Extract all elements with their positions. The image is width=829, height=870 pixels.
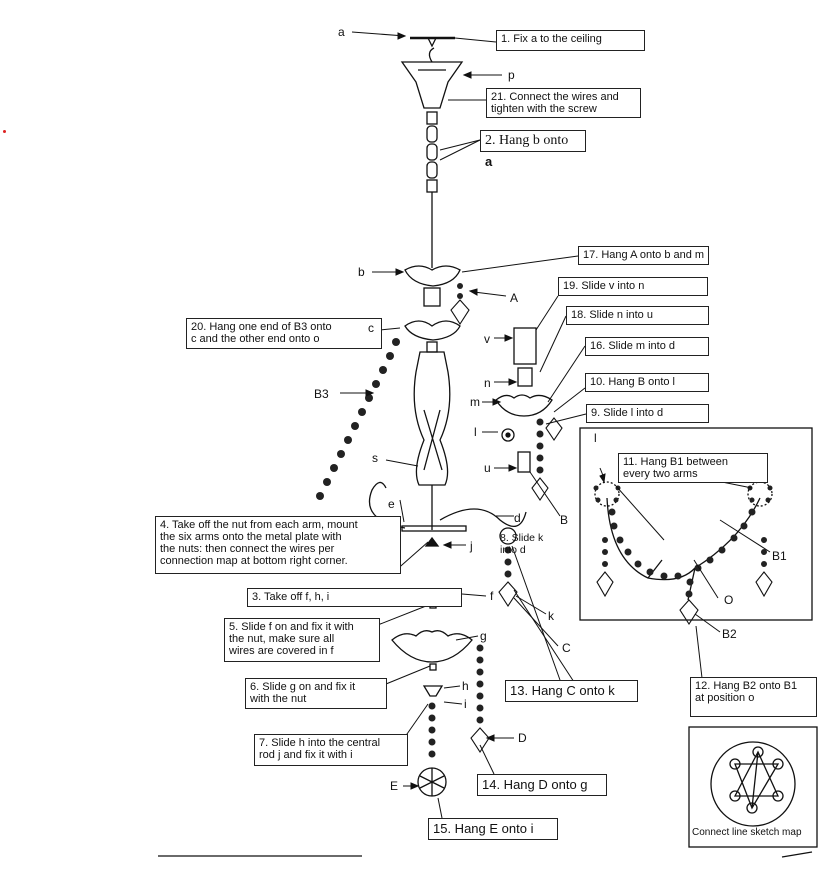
step-18-box: 18. Slide n into u: [566, 306, 709, 325]
part-j-label: j: [470, 539, 473, 553]
b1-detail-box: [579, 427, 813, 621]
part-k-label: k: [548, 609, 554, 623]
part-p-label: p: [508, 68, 515, 82]
step-7-box: 7. Slide h into the central rod j and fi…: [254, 734, 408, 766]
part-i-label: i: [464, 697, 467, 711]
part-O-label: O: [724, 593, 734, 607]
connection-sketch-caption: Connect line sketch map: [692, 827, 802, 838]
part-s-label: s: [372, 451, 378, 465]
step-19-box: 19. Slide v into n: [558, 277, 708, 296]
step-2-box: 2. Hang b onto: [480, 130, 586, 152]
step-5-box: 5. Slide f on and fix it with the nut, m…: [224, 618, 380, 662]
part-u: [517, 451, 531, 473]
part-l-detail-label: l: [594, 431, 597, 445]
part-a-label: a: [338, 25, 345, 39]
part-B3-label: B3: [314, 387, 329, 401]
part-D-label: D: [518, 731, 527, 745]
step-14-box: 14. Hang D onto g: [477, 774, 607, 796]
step-21-box: 21. Connect the wires and tighten with t…: [486, 88, 641, 118]
step-2-target-a: a: [485, 154, 493, 169]
part-A-label: A: [510, 291, 519, 305]
cup-h: [422, 685, 444, 697]
part-v-label: v: [484, 332, 490, 346]
part-d-label: d: [514, 511, 521, 525]
step-16-box: 16. Slide m into d: [585, 337, 709, 356]
part-B-label: B: [560, 513, 569, 527]
step-4-box: 4. Take off the nut from each arm, mount…: [155, 516, 401, 574]
part-B1-label: B1: [772, 549, 787, 563]
metal-plate: [401, 525, 467, 532]
part-h-label: h: [462, 679, 469, 693]
step-13-box: 13. Hang C onto k: [505, 680, 638, 702]
cup-m: [495, 394, 553, 417]
part-u-label: u: [484, 461, 491, 475]
cup-c: [404, 320, 461, 341]
arm-d: [439, 508, 527, 528]
part-m-label: m: [470, 395, 480, 409]
step-8-label: 8. Slide k into d: [500, 532, 544, 556]
step-20-box: 20. Hang one end of B3 onto c and the ot…: [186, 318, 382, 349]
part-E-label: E: [390, 779, 399, 793]
glass-column: [413, 351, 451, 486]
part-B2-label: B2: [722, 627, 737, 641]
step-12-box: 12. Hang B2 onto B1 at position o: [690, 677, 817, 717]
part-c-label: c: [368, 321, 374, 335]
step-15-box: 15. Hang E onto i: [428, 818, 558, 840]
step-17-box: 17. Hang A onto b and m: [578, 246, 709, 265]
step-6-box: 6. Slide g on and fix it with the nut: [245, 678, 387, 709]
part-n: [517, 367, 533, 387]
part-v: [513, 327, 537, 365]
part-k: [499, 527, 517, 545]
step-11-box: 11. Hang B1 between every two arms: [618, 453, 768, 483]
step-10-box: 10. Hang B onto l: [585, 373, 709, 392]
part-l-label: l: [474, 425, 477, 439]
step-9-box: 9. Slide l into d: [586, 404, 709, 423]
canopy-p: [400, 61, 464, 109]
crystal-drops: [450, 299, 773, 754]
part-g-label: g: [480, 629, 487, 643]
part-C-label: C: [562, 641, 571, 655]
cup-b: [404, 265, 461, 287]
chain-link: [426, 111, 438, 125]
part-n-label: n: [484, 376, 491, 390]
step-3-box: 3. Take off f, h, i: [247, 588, 462, 607]
red-dot: [3, 130, 6, 133]
bead-chains: [316, 283, 773, 758]
part-f-label: f: [490, 589, 494, 603]
connection-sketch-box: [688, 726, 818, 848]
bowl-g: [391, 630, 473, 663]
part-l: [501, 428, 515, 442]
step-1-box: 1. Fix a to the ceiling: [496, 30, 645, 51]
part-e-label: e: [388, 497, 395, 511]
part-b-label: b: [358, 265, 365, 279]
